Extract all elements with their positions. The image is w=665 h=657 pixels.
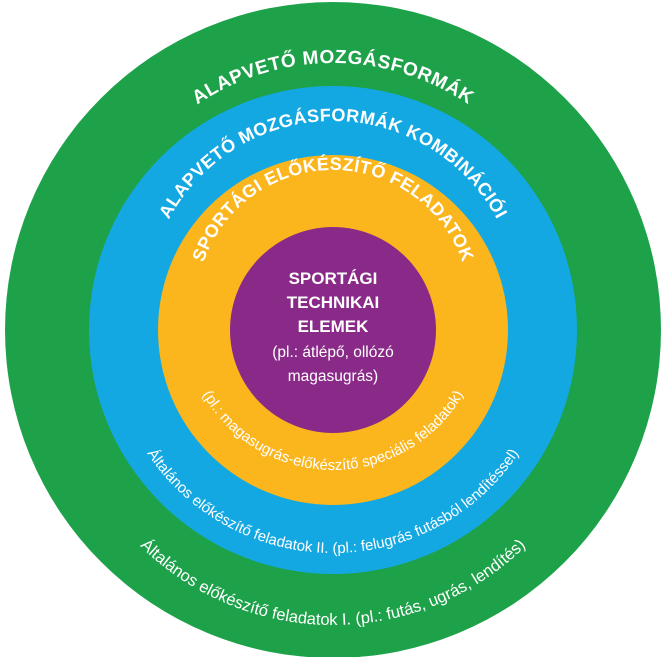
core-circle: [230, 227, 436, 433]
core-line-2: TECHNIKAI: [287, 293, 380, 312]
core-line-3: ELEMEK: [298, 317, 370, 336]
core-line-5: magasugrás): [288, 368, 378, 385]
core-line-4: (pl.: átlépő, ollózó: [272, 344, 394, 361]
core-line-1: SPORTÁGI: [289, 269, 378, 288]
